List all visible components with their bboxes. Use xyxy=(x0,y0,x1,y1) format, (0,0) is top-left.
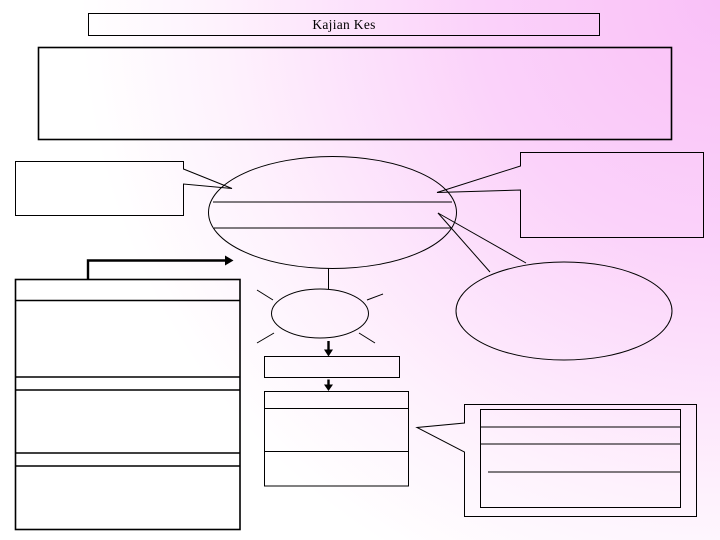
oval-speech-callout xyxy=(455,261,673,361)
sun-ellipse xyxy=(271,288,369,339)
right-rectangular-callout xyxy=(436,152,704,238)
left-lined-table xyxy=(14,278,241,531)
left-rectangular-callout xyxy=(15,161,233,216)
main-ellipse xyxy=(208,156,457,269)
elbow-arrow-head-icon xyxy=(225,255,234,266)
sun-ray-lower-left xyxy=(256,332,275,344)
sun-ray-lower-right xyxy=(358,332,376,344)
sun-ray-upper-left xyxy=(256,289,274,301)
title-banner: Kajian Kes xyxy=(88,13,600,36)
elbow-arrow-connector xyxy=(86,259,225,279)
down-arrow-1-head-icon xyxy=(324,349,333,357)
oval-callout-tail-left xyxy=(437,212,491,273)
sun-ray-upper-right xyxy=(366,293,384,301)
oval-callout-tail-right xyxy=(437,212,527,264)
step-box-2 xyxy=(264,391,409,487)
step-box-1 xyxy=(264,356,400,378)
down-arrow-2-head-icon xyxy=(324,384,333,391)
slide-title: Kajian Kes xyxy=(312,16,376,32)
content-placeholder-rect xyxy=(37,46,673,141)
note-inner-box xyxy=(480,409,681,508)
bottom-right-note-callout xyxy=(415,404,697,517)
